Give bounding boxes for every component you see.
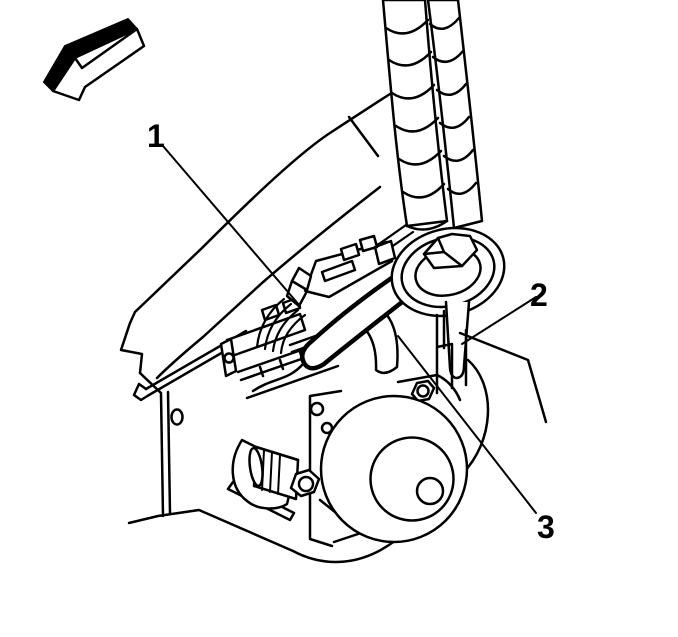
- body-panel: [119, 92, 392, 402]
- connector-terminals: [339, 234, 397, 266]
- hose-left-end-cap: [405, 219, 449, 231]
- panel-detail-line: [347, 115, 380, 158]
- callout-3-leader: [397, 335, 537, 514]
- connector-slot: [320, 259, 357, 283]
- rail-ticks: [258, 344, 323, 378]
- hose-right-ribs: [428, 16, 478, 196]
- panel-top-edge: [119, 92, 392, 375]
- bracket-right-flap: [458, 331, 548, 424]
- harness-loop: [255, 297, 307, 355]
- valve-end-ring: [248, 446, 264, 488]
- plate-hole-upper: [309, 401, 325, 417]
- pump-motor-button: [415, 476, 445, 506]
- arrow-face: [51, 27, 146, 102]
- bracket-left-edge: [159, 390, 172, 518]
- callout-2-leader: [461, 296, 537, 345]
- callout-3-label: 3: [537, 509, 555, 545]
- callout-1-leader: [162, 145, 301, 307]
- callout-1-label: 1: [147, 118, 165, 154]
- pump-body-curve: [460, 358, 490, 476]
- callout-2-label: 2: [530, 277, 548, 313]
- hex-bolt-top: [410, 379, 436, 403]
- bracket-bottom-edge: [127, 508, 295, 553]
- pump-bracket-wall: [435, 309, 468, 395]
- panel-lower-edge: [155, 185, 382, 380]
- front-direction-arrow-icon: [43, 18, 146, 102]
- hose-collar: [422, 232, 479, 270]
- mounting-plate: [308, 373, 462, 548]
- collar-facets: [422, 236, 464, 268]
- callouts: 1 2 3: [147, 118, 555, 545]
- pump-motor-end-cap: [369, 436, 455, 522]
- pump-and-plate: [231, 373, 469, 548]
- panel-corner: [138, 371, 163, 395]
- panel-flange-hook: [132, 382, 151, 402]
- corrugated-hose-right: [426, 0, 484, 230]
- rail-end-hole: [223, 352, 235, 364]
- corrugated-hoses: [381, 0, 484, 231]
- plate-hole-lower: [320, 421, 334, 435]
- wire-strand: [251, 362, 305, 393]
- grommet-assembly: [390, 226, 548, 476]
- bracket-rails: [219, 296, 359, 400]
- hex-nut-bore: [297, 475, 315, 493]
- hose-left-ribs: [384, 18, 446, 199]
- corrugated-hose-left: [381, 0, 449, 228]
- hex-bolt-top-center: [416, 384, 430, 398]
- connector-latch: [285, 266, 313, 308]
- bracket-hole: [170, 408, 184, 426]
